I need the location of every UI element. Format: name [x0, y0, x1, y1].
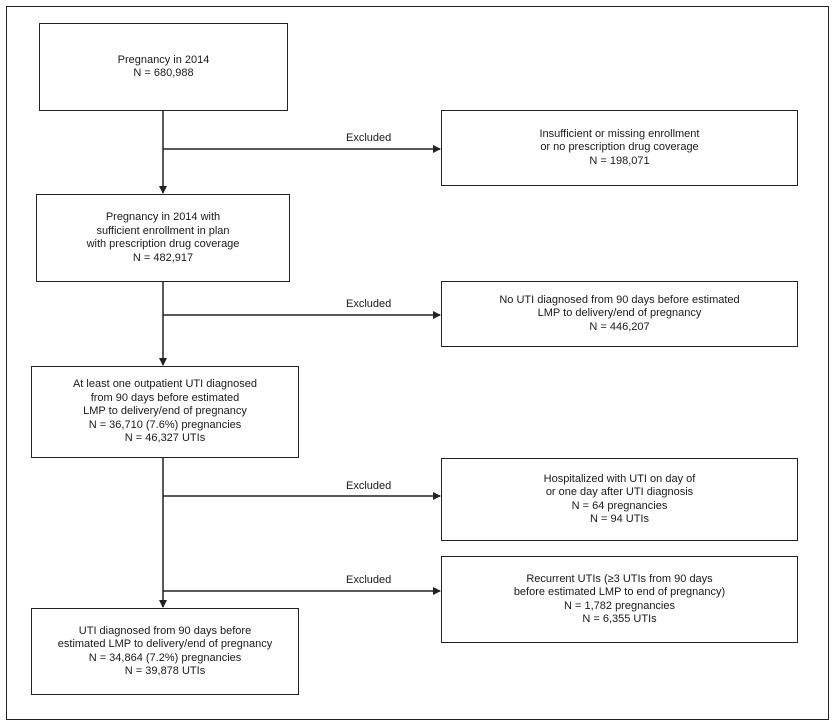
box-line: from 90 days before estimated: [90, 391, 240, 404]
box-line: estimated LMP to delivery/end of pregnan…: [57, 638, 273, 650]
excluded-label: Excluded: [346, 480, 392, 492]
excluded-label: Excluded: [346, 298, 392, 310]
box-line: Pregnancy in 2014: [117, 53, 210, 66]
box-line: Hospitalized with UTI on day of: [543, 472, 696, 485]
box-line: N = 64 pregnancies: [571, 499, 668, 512]
box-line: or one day after UTI diagnosis: [545, 486, 694, 498]
box-line: N = 1,782 pregnancies: [564, 599, 675, 612]
box-line: At least one outpatient UTI diagnosed: [72, 378, 258, 391]
box-excluded-enrollment: Insufficient or missing enrollment or no…: [441, 110, 798, 186]
box-line: LMP to delivery/end of pregnancy: [537, 307, 702, 320]
box-excluded-hospitalized: Hospitalized with UTI on day of or one d…: [441, 458, 798, 541]
box-line: N = 34,864 (7.2%) pregnancies: [88, 651, 242, 664]
box-uti-final: UTI diagnosed from 90 days before estima…: [31, 608, 299, 695]
box-excluded-no-uti: No UTI diagnosed from 90 days before est…: [441, 281, 798, 347]
box-line: N = 94 UTIs: [590, 513, 649, 525]
box-line: N = 482,917: [132, 251, 194, 264]
box-line: N = 39,878 UTIs: [124, 665, 206, 677]
excluded-label: Excluded: [346, 574, 392, 586]
box-line: sufficient enrollment in plan: [96, 224, 230, 237]
box-line: or no prescription drug coverage: [540, 141, 699, 154]
box-pregnancy-2014: Pregnancy in 2014 N = 680,988: [39, 23, 288, 111]
diagram-frame: [6, 6, 829, 720]
box-line: Insufficient or missing enrollment: [539, 127, 700, 140]
box-outpatient-uti: At least one outpatient UTI diagnosed fr…: [31, 366, 299, 458]
box-line: Recurrent UTIs (≥3 UTIs from 90 days: [526, 572, 713, 585]
box-excluded-recurrent: Recurrent UTIs (≥3 UTIs from 90 days bef…: [441, 556, 798, 643]
box-sufficient-enrollment: Pregnancy in 2014 with sufficient enroll…: [36, 194, 290, 282]
box-line: No UTI diagnosed from 90 days before est…: [499, 293, 740, 306]
box-line: with prescription drug coverage: [86, 238, 240, 250]
box-line: N = 36,710 (7.6%) pregnancies: [88, 418, 242, 431]
box-line: Pregnancy in 2014 with: [105, 211, 221, 223]
box-line: N = 680,988: [133, 67, 194, 79]
box-line: UTI diagnosed from 90 days before: [78, 624, 252, 637]
box-line: N = 198,071: [589, 154, 650, 167]
box-line: N = 446,207: [589, 320, 650, 333]
box-line: LMP to delivery/end of pregnancy: [83, 405, 247, 418]
box-line: N = 46,327 UTIs: [124, 432, 206, 445]
box-line: N = 6,355 UTIs: [582, 613, 657, 625]
excluded-label: Excluded: [346, 132, 392, 144]
box-line: before estimated LMP to end of pregnancy…: [513, 586, 726, 598]
